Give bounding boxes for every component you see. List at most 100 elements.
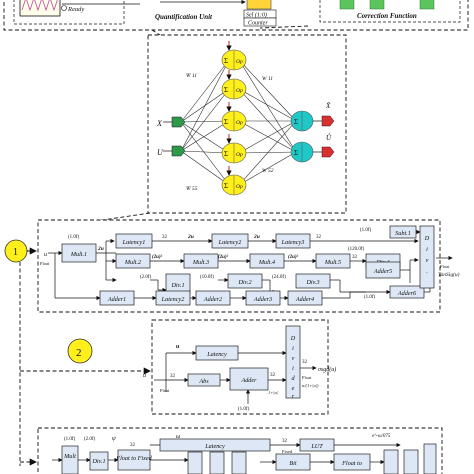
svg-text:32: 32 <box>162 235 168 240</box>
waveform-icon <box>21 0 58 12</box>
svg-text:32: 32 <box>302 360 308 365</box>
badge-2: 2 <box>67 338 93 364</box>
svg-text:e^-ω/075: e^-ω/075 <box>372 434 391 439</box>
bit-block: Bit <box>275 453 311 471</box>
adder-block: Adder <box>229 367 269 391</box>
svg-text:1: 1 <box>13 247 18 258</box>
svg-text:Mult.5: Mult.5 <box>324 259 341 266</box>
divider-block: Div. <box>419 225 435 289</box>
svg-text:Adder6: Adder6 <box>397 290 417 297</box>
lut-block: LUT <box>299 438 335 452</box>
svg-text:Mult.1: Mult.1 <box>70 251 87 258</box>
svg-text:Adder3: Adder3 <box>253 296 272 303</box>
svg-text:Σ: Σ <box>224 86 228 94</box>
svg-text:32: 32 <box>316 235 322 240</box>
svg-text:Latency: Latency <box>206 351 227 358</box>
svg-text:Float to: Float to <box>341 460 362 467</box>
w11-out-label: W 11 <box>262 76 273 82</box>
svg-text:e: e <box>292 385 295 392</box>
svg-text:v: v <box>426 257 429 264</box>
svg-text:(2.0f): (2.0f) <box>140 275 152 280</box>
svg-text:Σ: Σ <box>224 57 228 65</box>
svg-text:(24.0f): (24.0f) <box>272 275 286 280</box>
svg-text:(2u)²: (2u)² <box>152 254 163 260</box>
output-x-label: X̂ <box>325 102 331 110</box>
correction-label: Correction Function <box>357 12 417 20</box>
svg-text:Latency2: Latency2 <box>218 239 242 246</box>
hidden-neuron: Σ Op <box>221 166 247 196</box>
ready-label: Ready <box>67 6 84 13</box>
latency2b-block: Latency2 <box>155 290 191 306</box>
nn-connections <box>180 59 297 186</box>
latency1-block: Latency1 <box>115 233 153 249</box>
mult-block: Mult <box>61 445 79 474</box>
mux-block-f <box>423 443 437 474</box>
svg-text:Div.1: Div.1 <box>91 458 105 465</box>
mult5-block: Mult.5 <box>315 253 351 269</box>
svg-text:Latency1: Latency1 <box>122 239 146 246</box>
svg-text:Latency: Latency <box>204 443 225 450</box>
latency-bottom-block: Latency <box>159 438 271 452</box>
mux-block-e <box>403 449 419 474</box>
svg-text:Abs: Abs <box>198 378 209 385</box>
svg-text:Fixed: Fixed <box>282 449 293 454</box>
svg-text:Op: Op <box>236 152 243 158</box>
output-neuron-u: Σ Û <box>290 134 335 163</box>
svg-text:1+|u|: 1+|u| <box>268 390 278 395</box>
svg-text:Σ: Σ <box>224 118 228 126</box>
adder6-block: Adder6 <box>389 285 425 299</box>
tansig-float-label: Float <box>40 261 50 266</box>
tansig-input-u: u <box>44 252 47 258</box>
svg-text:Latency2: Latency2 <box>161 296 185 303</box>
adder5-block: Adder5 <box>365 261 401 279</box>
quantification-label: Quantification Unit <box>155 13 213 21</box>
svg-text:Div.3: Div.3 <box>305 279 319 286</box>
latency2-block: Latency2 <box>211 233 249 249</box>
sel-label: Sel (1:0) <box>246 12 267 19</box>
svg-text:ψ: ψ <box>112 436 116 442</box>
svg-text:D: D <box>290 335 296 342</box>
svg-text:Op: Op <box>236 59 243 65</box>
mux-block-c <box>231 451 247 474</box>
mult1-block: Mult.1 <box>61 243 97 263</box>
svg-text:Float to Fixed: Float to Fixed <box>115 455 152 462</box>
svg-text:Float: Float <box>160 388 170 393</box>
mux-block-a <box>187 451 203 474</box>
counter-label: Counter <box>248 21 268 27</box>
quantification-block <box>246 0 272 10</box>
svg-text:Div.1: Div.1 <box>170 282 184 289</box>
svg-text:(2u)²: (2u)² <box>288 254 299 260</box>
w55-bar-label: W̅ 55 <box>186 185 198 192</box>
div2-block: Div.2 <box>227 273 263 289</box>
svg-text:(1.0f): (1.0f) <box>238 407 250 412</box>
svg-text:D: D <box>424 235 430 242</box>
svg-text:(10.0f): (10.0f) <box>200 275 214 280</box>
svg-text:Σ: Σ <box>294 149 298 157</box>
tansig-output-label: TanSig(u) <box>438 271 460 278</box>
svg-text:Op: Op <box>236 120 243 126</box>
svg-text:ω: ω <box>176 434 180 440</box>
neural-network-panel: X U W̅ 11 W̅ 55 W 11 W 52 Σ Op Σ Op <box>147 34 347 214</box>
svg-text:Op: Op <box>236 184 243 190</box>
svg-text:Adder4: Adder4 <box>295 296 314 303</box>
svg-text:32: 32 <box>282 439 288 444</box>
svg-text:.: . <box>426 268 428 275</box>
mux-block-b <box>209 451 225 474</box>
svg-text:LUT: LUT <box>310 443 323 450</box>
svg-text:v: v <box>292 355 295 362</box>
svg-text:Bit: Bit <box>289 460 296 467</box>
hidden-neuron: Σ Op <box>221 102 247 132</box>
hidden-neuron: Σ Op <box>221 134 247 164</box>
latency3-block: Latency3 <box>275 233 311 249</box>
mult2-block: Mult.2 <box>115 253 151 269</box>
svg-text:32: 32 <box>130 443 136 448</box>
output-neuron-x: Σ X̂ <box>290 102 335 132</box>
svg-text:Mult.4: Mult.4 <box>258 259 275 266</box>
svg-text:32: 32 <box>170 374 176 379</box>
output-u-port-icon <box>321 146 335 158</box>
mult3-block: Mult.3 <box>183 253 219 269</box>
hidden-neuron: Σ Op <box>221 70 247 100</box>
svg-text:Σ: Σ <box>224 182 228 190</box>
